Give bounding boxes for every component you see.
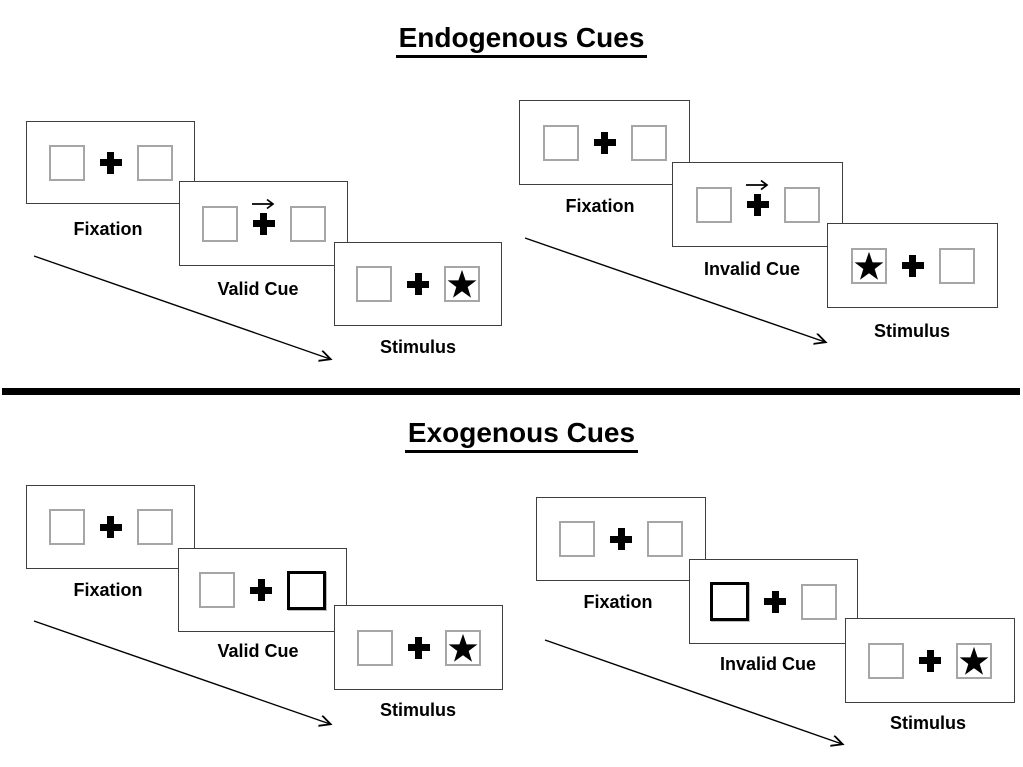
section-title-text: Exogenous Cues [404, 417, 639, 453]
cue-highlight-box [287, 570, 326, 610]
valid-cue-card [178, 548, 347, 632]
right-target-box [444, 266, 480, 302]
star-icon [959, 646, 989, 675]
fixation-cross-icon [901, 254, 924, 277]
timeline-arrow [33, 620, 342, 733]
fixation-cross-icon [250, 579, 272, 601]
card-label: Fixation [73, 580, 143, 600]
star-icon [447, 269, 477, 298]
left-placeholder-box [199, 572, 235, 608]
right-placeholder-box [801, 583, 837, 620]
section-divider [2, 388, 1020, 395]
fixation-cross-icon [407, 636, 430, 659]
fixation-cross-icon [251, 198, 275, 235]
right-placeholder-box [136, 144, 173, 181]
timeline-arrow [33, 255, 342, 368]
cue-arrow-icon [745, 179, 768, 190]
star-icon [854, 251, 883, 280]
right-target-box [444, 629, 481, 666]
fixation-cross-icon [745, 179, 769, 216]
fixation-card [26, 121, 195, 204]
cue-highlight-box [710, 582, 749, 621]
right-placeholder-box [630, 124, 667, 161]
fixation-cross-icon [610, 528, 632, 550]
card-label: Valid Cue [217, 279, 299, 299]
fixation-card [536, 497, 706, 581]
card-label: Stimulus [379, 337, 456, 357]
card-label: Stimulus [873, 321, 950, 341]
right-placeholder-box [647, 521, 683, 557]
card-label: Fixation [73, 219, 143, 239]
right-placeholder-box [289, 205, 326, 242]
card-label: Valid Cue [217, 641, 299, 661]
left-target-box [850, 247, 887, 284]
timeline-arrow [524, 237, 835, 350]
right-placeholder-box [783, 186, 820, 223]
left-placeholder-box [868, 642, 904, 679]
stimulus-card [334, 242, 502, 326]
timeline-arrow [544, 639, 853, 752]
section-title-text: Endogenous Cues [395, 22, 648, 58]
fixation-cross-icon [407, 273, 429, 295]
left-placeholder-box [48, 509, 85, 545]
left-placeholder-box [542, 124, 579, 161]
fixation-cross-icon [919, 649, 941, 672]
section-title-exogenous: Exogenous Cues [10, 417, 1023, 453]
right-target-box [956, 642, 992, 679]
right-placeholder-box [136, 509, 173, 545]
left-placeholder-box [695, 186, 732, 223]
cue-arrow-icon [251, 198, 274, 209]
fixation-cross-icon [593, 131, 616, 154]
left-placeholder-box [48, 144, 85, 181]
fixation-cross-icon [99, 516, 122, 538]
left-placeholder-box [356, 266, 392, 302]
star-icon [448, 633, 477, 662]
card-label: Fixation [583, 592, 653, 612]
fixation-cross-icon [99, 151, 122, 174]
section-title-endogenous: Endogenous Cues [10, 22, 1023, 58]
left-placeholder-box [559, 521, 595, 557]
stimulus-card [827, 223, 998, 308]
card-label: Stimulus [379, 700, 456, 720]
card-label: Invalid Cue [719, 654, 817, 674]
card-label: Stimulus [889, 713, 966, 733]
fixation-card [26, 485, 195, 569]
invalid-cue-card [672, 162, 843, 247]
fixation-cross-icon [764, 590, 786, 613]
stimulus-card [845, 618, 1015, 703]
stimulus-card [334, 605, 503, 690]
right-placeholder-box [938, 247, 975, 284]
left-placeholder-box [356, 629, 393, 666]
fixation-card [519, 100, 690, 185]
invalid-cue-card [689, 559, 858, 644]
left-placeholder-box [201, 205, 238, 242]
valid-cue-card [179, 181, 348, 266]
card-label: Fixation [565, 196, 635, 216]
card-label: Invalid Cue [703, 259, 801, 279]
